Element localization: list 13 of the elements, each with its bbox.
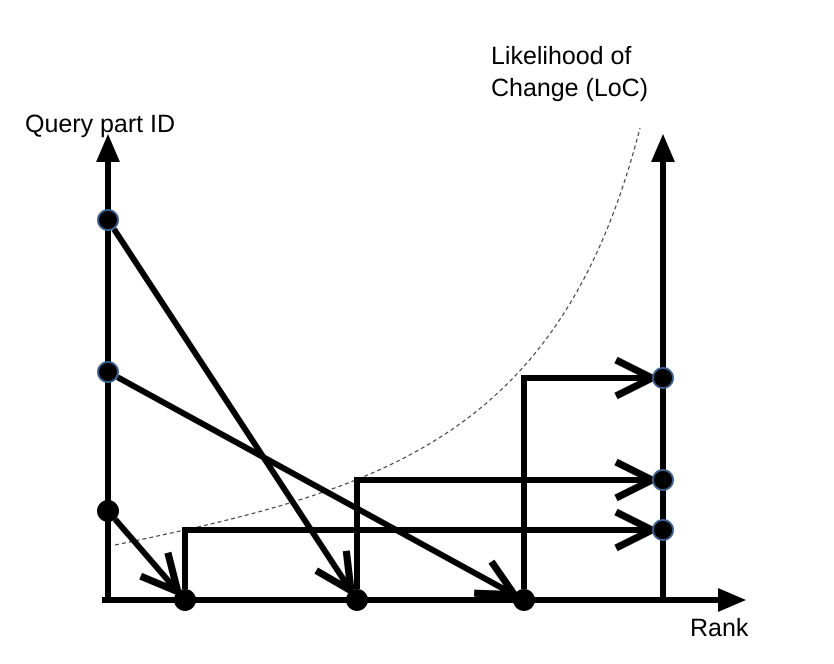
arrow [112,228,355,594]
axis-label: Query part ID [25,109,176,140]
point-marker [652,469,674,491]
point-marker [97,209,119,231]
point-marker [652,519,674,541]
point-marker [346,589,368,611]
axis-label: Likelihood of Change (LoC) [491,41,650,104]
point-marker [652,367,674,389]
arrow [116,374,518,598]
axis-label: Rank [690,613,750,644]
arrow [112,517,182,596]
point-marker [97,500,119,522]
point-marker [97,361,119,383]
